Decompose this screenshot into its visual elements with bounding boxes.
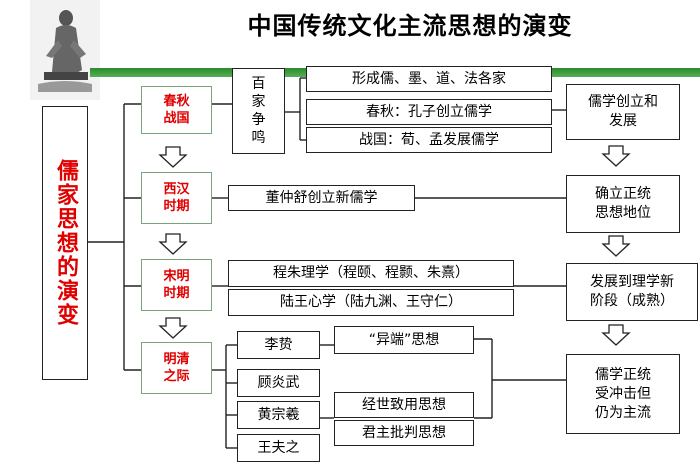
summary-chuangli: 儒学创立和 发展 — [566, 84, 680, 140]
node-jingshi: 经世致用思想 — [334, 392, 474, 418]
node-guyanwu: 顾炎武 — [237, 369, 320, 397]
summary-lixue: 发展到理学新 阶段（成熟） — [566, 263, 698, 321]
period-mingqing: 明清 之际 — [141, 342, 212, 394]
node-luwang: 陆王心学（陆九渊、王守仁） — [228, 289, 514, 316]
page-title: 中国传统文化主流思想的演变 — [247, 12, 573, 40]
node-xingcheng: 形成儒、墨、道、法各家 — [306, 66, 552, 92]
node-wangfuzhi: 王夫之 — [237, 434, 320, 462]
period-chunqiu-zhanguo: 春秋 战国 — [141, 86, 212, 134]
confucius-statue-image — [30, 0, 100, 100]
summary-chongji: 儒学正统 受冲击但 仍为主流 — [566, 354, 680, 434]
node-chengzhu: 程朱理学（程颐、程颢、朱熹） — [228, 260, 514, 287]
node-zhanguo-xunmeng: 战国：荀、孟发展儒学 — [306, 127, 552, 153]
summary-zhengtong: 确立正统 思想地位 — [566, 175, 680, 233]
node-yiduan: “异端”思想 — [334, 326, 474, 354]
node-huangzongxi: 黄宗羲 — [237, 401, 320, 429]
node-lizhi: 李贽 — [237, 331, 320, 359]
node-dongzhongshu: 董仲舒创立新儒学 — [228, 185, 415, 211]
node-chunqiu-kongzi: 春秋：孔子创立儒学 — [306, 99, 552, 125]
period-xihan: 西汉 时期 — [141, 172, 212, 224]
left-title: 儒家思想的演变 — [42, 106, 88, 380]
node-junzhu: 君主批判思想 — [334, 420, 474, 446]
period-songming: 宋明 时期 — [141, 259, 212, 311]
baijia-zhengming-box: 百 家 争 鸣 — [232, 68, 285, 154]
